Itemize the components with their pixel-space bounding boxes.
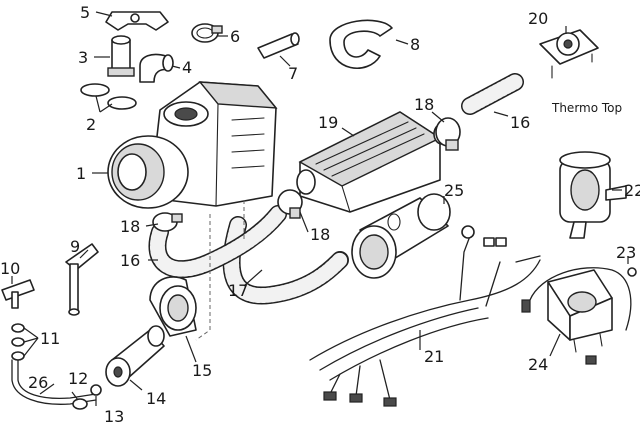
label-19: 19 — [318, 113, 338, 132]
label-3: 3 — [78, 48, 88, 67]
label-21: 21 — [424, 347, 444, 366]
thermostat-part-20 — [539, 29, 599, 79]
label-25: 25 — [444, 181, 464, 200]
clamp-part-18-right — [435, 117, 461, 151]
clamp-part-18-left — [152, 212, 183, 232]
label-16-left: 16 — [120, 251, 140, 270]
elbow-fitting-part-4 — [139, 53, 174, 83]
label-18-left: 18 — [120, 217, 140, 236]
clips-part-11 — [11, 323, 25, 361]
circulation-pump-part-22 — [559, 151, 627, 239]
label-18-right: 18 — [414, 95, 434, 114]
leader-lines — [11, 11, 629, 406]
label-14: 14 — [146, 389, 166, 408]
caption-thermo-top: Thermo Top — [551, 101, 622, 115]
label-9: 9 — [70, 237, 80, 256]
sensor-cable-part-23 — [521, 267, 637, 365]
u-hose-part-8 — [329, 19, 393, 70]
label-5: 5 — [80, 3, 90, 22]
coolant-hose-16-lower — [148, 205, 287, 279]
coolant-hose-16-upper — [461, 73, 524, 115]
t-piece-part-10 — [1, 279, 35, 309]
label-6: 6 — [230, 27, 240, 46]
label-16-right: 16 — [510, 113, 530, 132]
label-11: 11 — [40, 329, 60, 348]
wiring-harness-part-21 — [309, 225, 541, 407]
label-15: 15 — [192, 361, 212, 380]
label-10: 10 — [0, 259, 20, 278]
hose-clamp-part-6 — [191, 23, 223, 43]
label-13: 13 — [104, 407, 124, 426]
label-7: 7 — [288, 64, 298, 83]
clamp-part-18-mid — [277, 189, 303, 219]
nut-part-13 — [90, 384, 102, 396]
label-17: 17 — [228, 281, 248, 300]
fuel-line-part-26 — [11, 359, 97, 405]
label-12: 12 — [68, 369, 88, 388]
connector-pipe-part-7 — [257, 32, 300, 59]
label-26: 26 — [28, 373, 48, 392]
guide-line-fuel — [195, 214, 211, 341]
clip-part-12 — [72, 398, 88, 410]
label-2: 2 — [86, 115, 96, 134]
label-4: 4 — [182, 58, 192, 77]
label-22: 22 — [624, 181, 640, 200]
label-18-mid: 18 — [310, 225, 330, 244]
pump-bracket-part-15 — [149, 276, 197, 337]
label-23: 23 — [616, 243, 636, 262]
heat-exchanger-part-24 — [547, 269, 613, 353]
part-labels: 5 6 3 4 7 8 2 1 18 18 18 16 16 19 20 The… — [0, 3, 640, 426]
label-20: 20 — [528, 9, 548, 28]
fuel-connector-part-9 — [65, 243, 99, 316]
bracket-part-5 — [105, 11, 169, 31]
label-8: 8 — [410, 35, 420, 54]
label-24: 24 — [528, 355, 548, 374]
fuel-pump-part-14 — [105, 325, 165, 387]
o-rings-part-2 — [80, 83, 137, 110]
dosing-pump-part-25 — [351, 193, 451, 279]
label-1: 1 — [76, 164, 86, 183]
heater-unit-part-1 — [107, 81, 278, 209]
pipe-stub-part-3 — [107, 35, 135, 77]
